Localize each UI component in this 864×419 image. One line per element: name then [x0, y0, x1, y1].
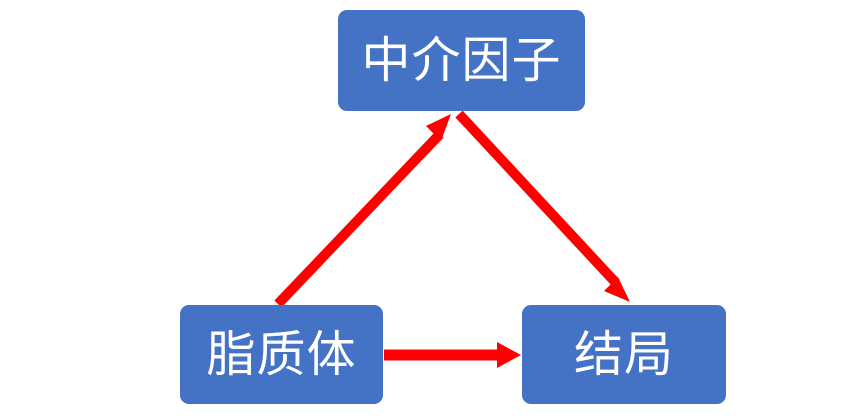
node-outcome[interactable]: 结局	[522, 305, 726, 404]
node-mediator-label: 中介因子	[361, 32, 562, 89]
node-outcome-label: 结局	[573, 326, 674, 383]
node-mediator[interactable]: 中介因子	[338, 10, 585, 111]
node-exposure-label: 脂质体	[206, 326, 357, 383]
node-exposure[interactable]: 脂质体	[180, 305, 383, 404]
arrow-mediator-to-outcome	[455, 110, 630, 302]
arrow-exposure-to-outcome	[384, 342, 521, 368]
arrow-exposure-to-mediator	[274, 114, 451, 308]
